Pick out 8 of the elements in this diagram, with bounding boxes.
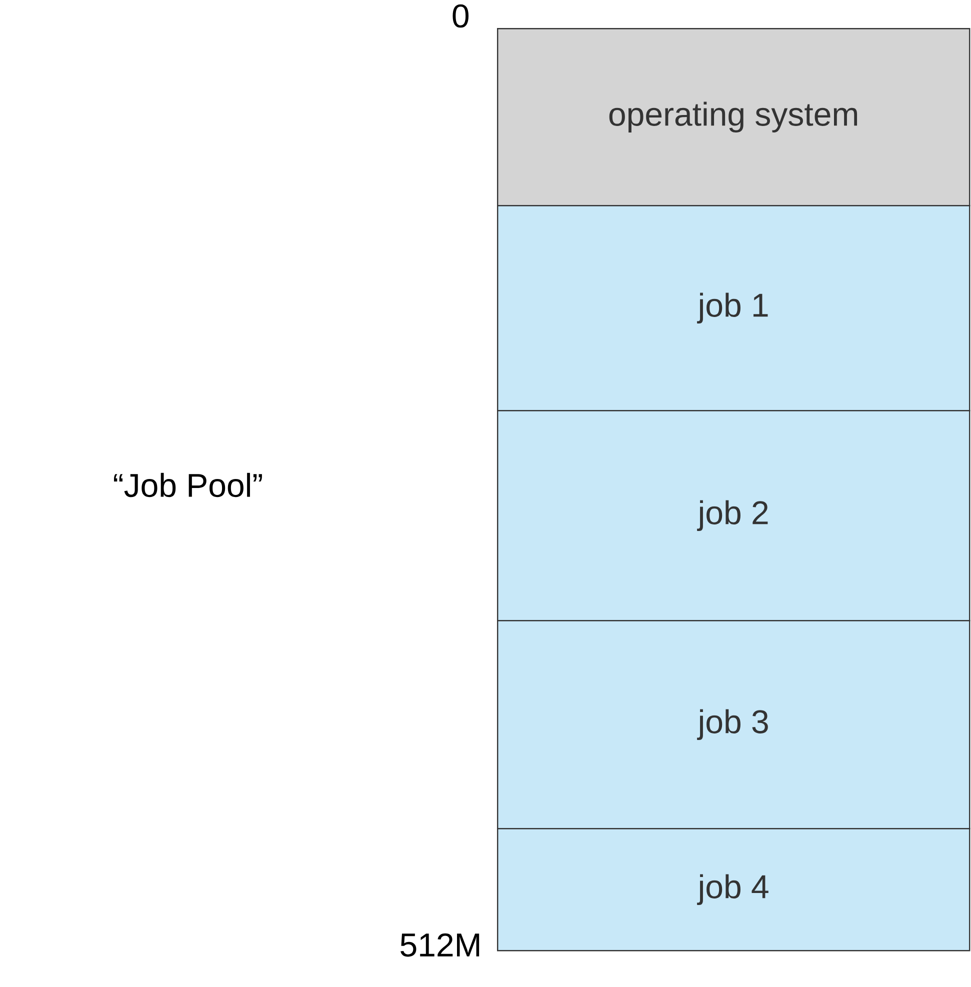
- address-label: 0: [452, 4, 469, 28]
- memory-partition: job 4: [497, 828, 970, 952]
- address-label: 512M: [400, 933, 480, 957]
- side-label: “Job Pool”: [114, 472, 262, 498]
- memory-partition: job 2: [497, 410, 970, 622]
- memory-partition: job 1: [497, 205, 970, 412]
- memory-partition: job 3: [497, 620, 970, 830]
- memory-partition: operating system: [497, 28, 970, 206]
